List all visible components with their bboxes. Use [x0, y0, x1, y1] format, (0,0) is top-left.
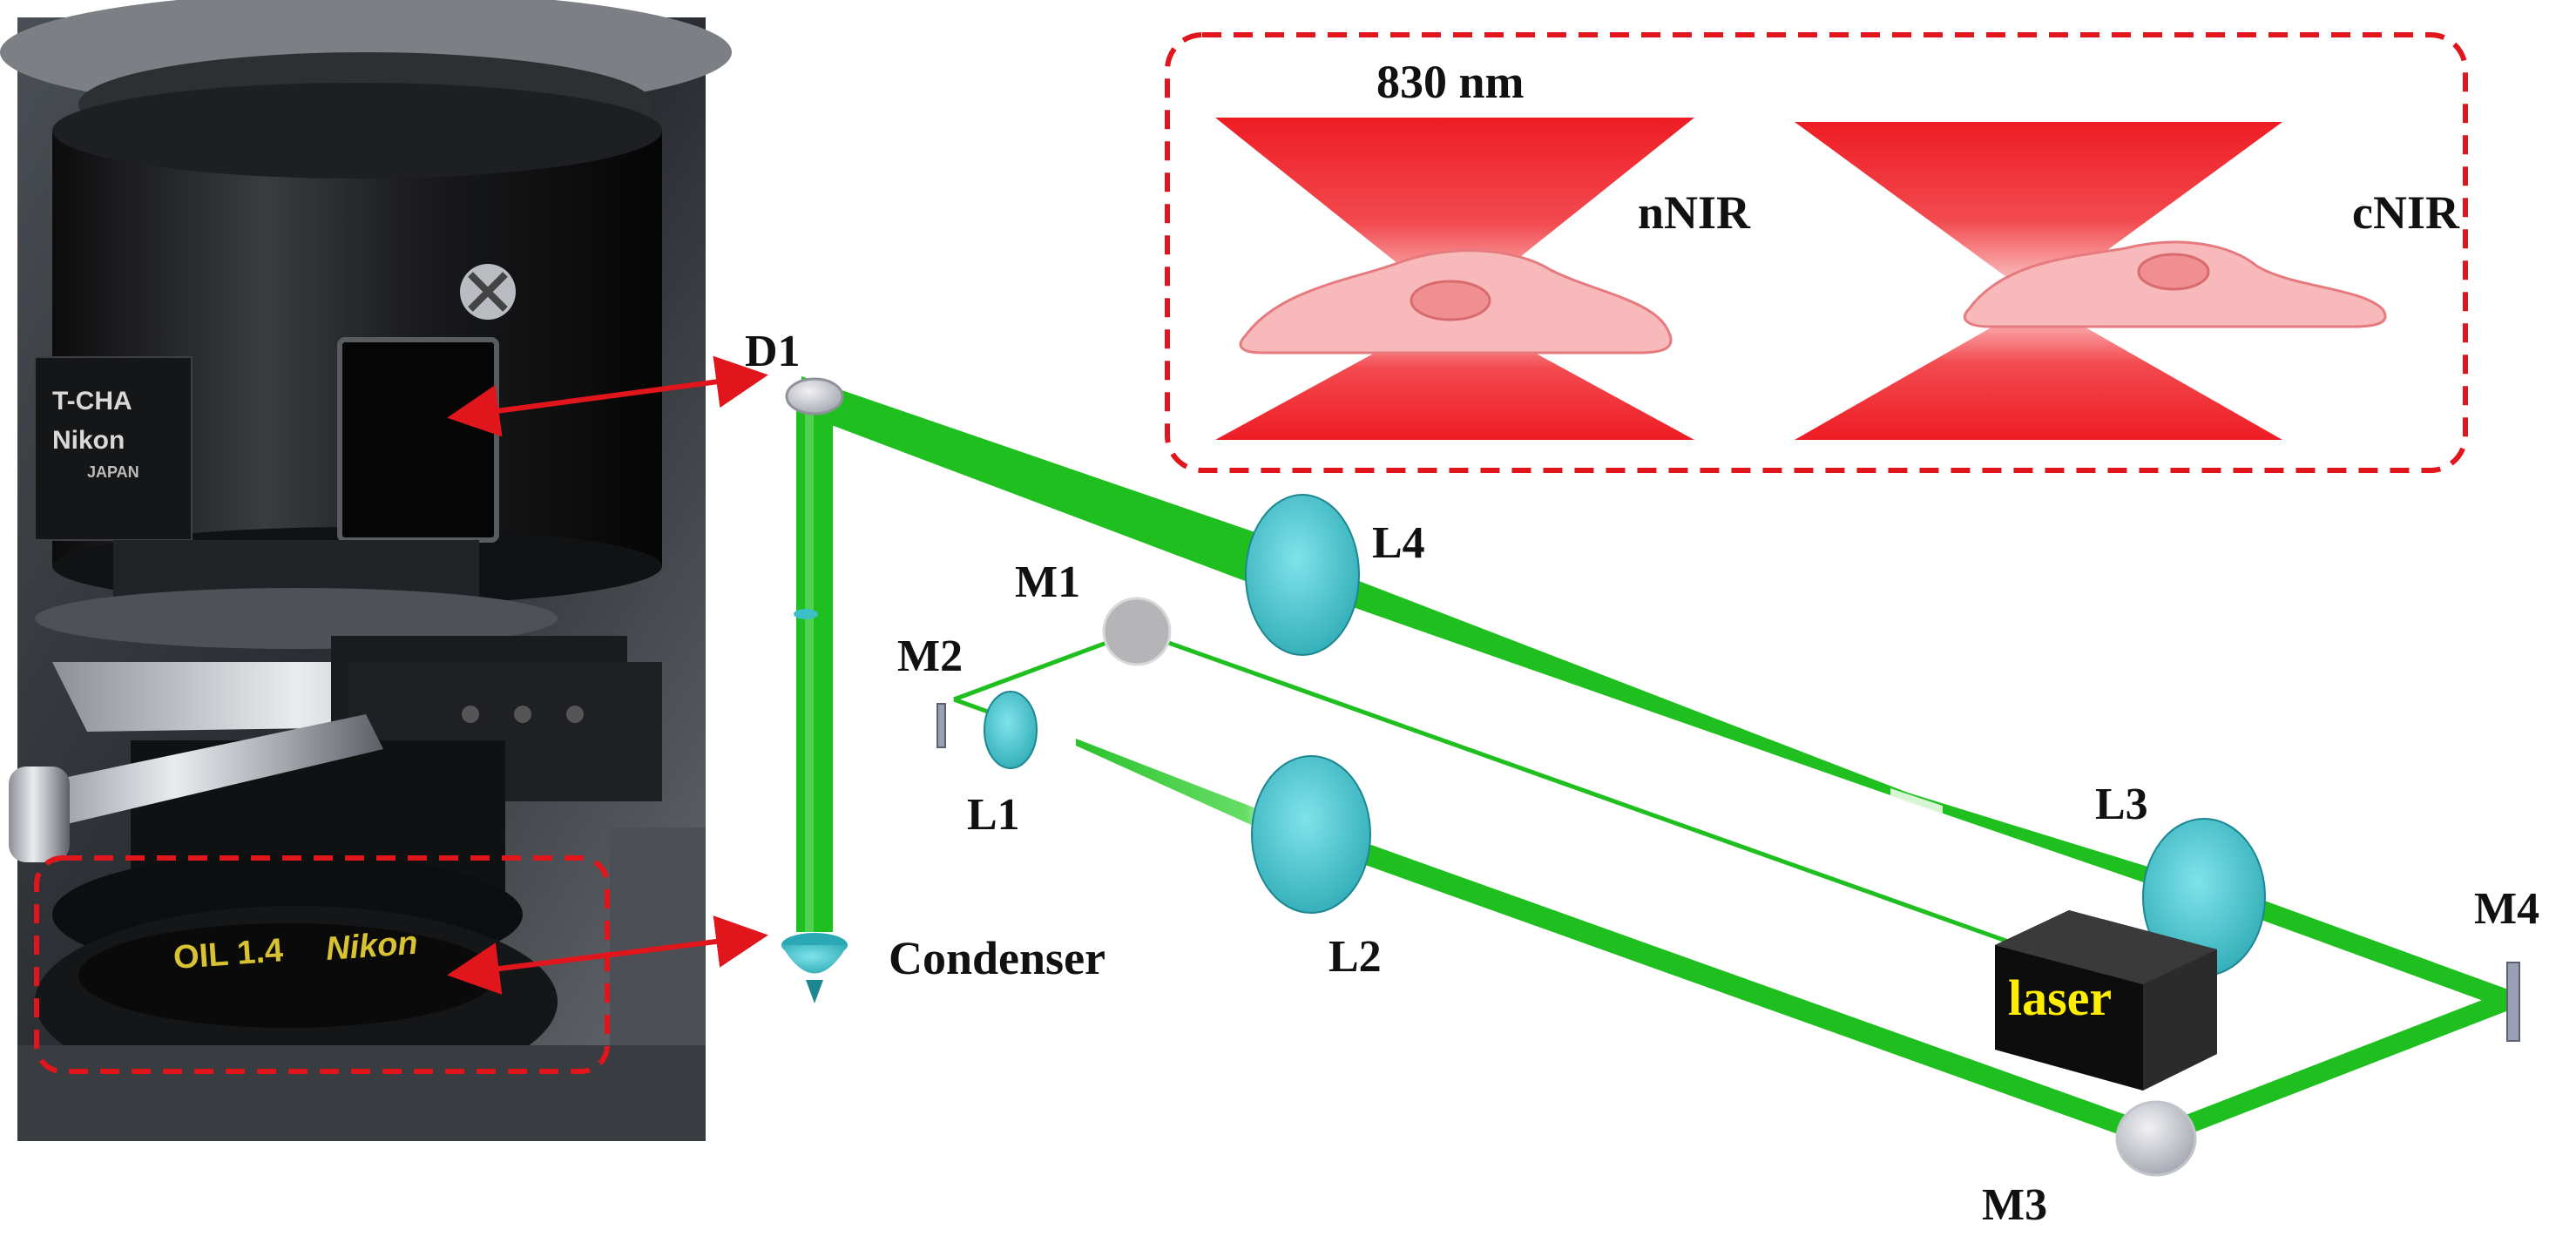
- beam-m4-l3: [2229, 892, 2519, 1010]
- beam-l4-d1: [801, 376, 1298, 601]
- l4-lens-icon: [1245, 494, 1360, 656]
- l1-lens-icon: [984, 691, 1038, 769]
- wavelength-label: 830 nm: [1376, 56, 1525, 108]
- condenser-ring-text: OIL 1.4: [172, 932, 285, 976]
- cell-nucleus-icon: [2137, 253, 2210, 291]
- microscope-photo: T-CHA Nikon JAPAN OIL 1.4 Nikon: [0, 0, 732, 1141]
- arrow-condenser: [447, 915, 768, 995]
- module-label-line3: JAPAN: [87, 463, 139, 481]
- condenser-ring-brand: Nikon: [325, 925, 419, 968]
- m4-label: M4: [2474, 884, 2539, 934]
- m3-mirror-icon: [2115, 1100, 2197, 1177]
- beam-l3-l4-focus: [1298, 557, 2217, 908]
- module-label-sticker: [34, 356, 193, 541]
- l3-label: L3: [2095, 780, 2148, 829]
- m1-label: M1: [1015, 557, 1080, 607]
- m3-label: M3: [1982, 1180, 2047, 1230]
- module-label-line1: T-CHA: [52, 387, 132, 415]
- l2-label: L2: [1329, 932, 1382, 982]
- l4-label: L4: [1372, 518, 1425, 568]
- m2-label: M2: [897, 632, 963, 681]
- module-slot: [337, 337, 499, 543]
- d1-label: D1: [745, 327, 801, 376]
- beam-d1-condenser: [796, 392, 833, 932]
- beam-l2-m3: [1301, 824, 2167, 1147]
- m4-mirror-icon: [2506, 962, 2520, 1042]
- l2-lens-icon: [1251, 755, 1371, 914]
- cnir-illustration: [1795, 122, 2387, 440]
- m2-mirror-icon: [936, 703, 946, 748]
- d1-mirror-icon: [785, 377, 844, 415]
- laser-label: laser: [2008, 969, 2112, 1026]
- cnir-label: cNIR: [2352, 186, 2460, 239]
- beam-l1-l2: [1076, 739, 1276, 836]
- laser-box: [1995, 910, 2217, 1091]
- arrow-d1: [447, 355, 768, 437]
- nnir-illustration: [1215, 118, 1694, 440]
- beam-marker-icon: [794, 609, 818, 619]
- condenser-label: Condenser: [889, 932, 1105, 984]
- illumination-inset-box: [1165, 32, 2468, 473]
- module-label-line2: Nikon: [52, 426, 125, 455]
- m1-mirror-icon: [1102, 597, 1172, 666]
- beam-m3-m4: [2147, 990, 2519, 1146]
- l1-label: L1: [967, 790, 1020, 840]
- nnir-label: nNIR: [1638, 186, 1751, 239]
- cell-nucleus-icon: [1410, 280, 1491, 321]
- condenser-lens-icon: [781, 933, 848, 1003]
